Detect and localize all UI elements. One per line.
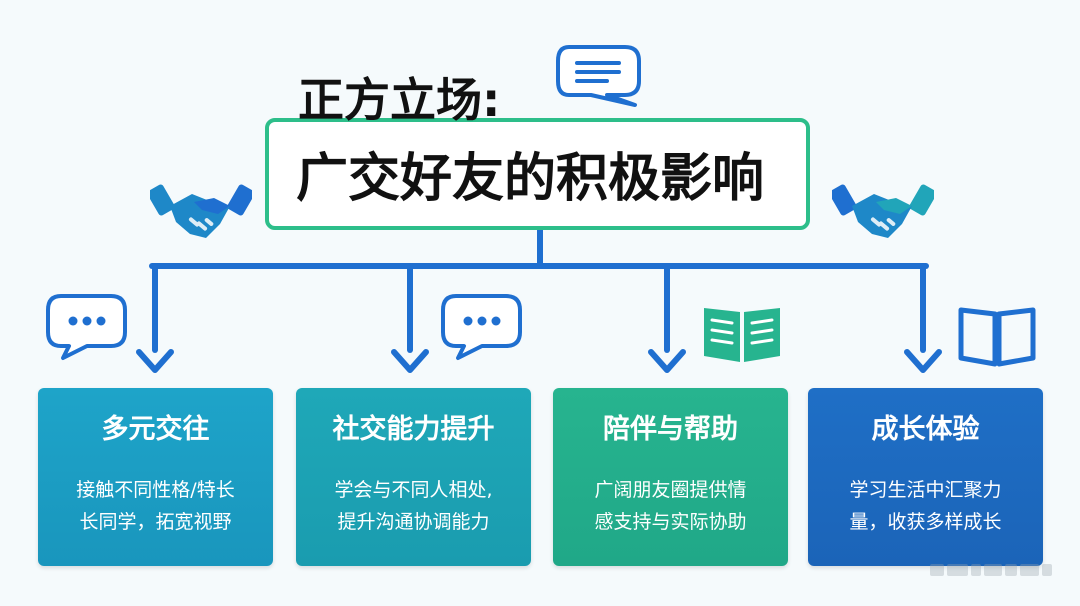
card-description: 广阔朋友圈提供情 感支持与实际协助 bbox=[561, 474, 780, 538]
card-social-skills: 社交能力提升 学会与不同人相处, 提升沟通协调能力 bbox=[296, 388, 531, 566]
arrow-head-3 bbox=[648, 349, 686, 373]
title-line-1: 正方立场: bbox=[298, 73, 501, 127]
open-book-icon bbox=[704, 308, 780, 362]
chat-bubble-dots-icon bbox=[441, 294, 522, 360]
card-companionship: 陪伴与帮助 广阔朋友圈提供情 感支持与实际协助 bbox=[553, 388, 788, 566]
card-description-line: 提升沟通协调能力 bbox=[337, 511, 490, 533]
card-title: 陪伴与帮助 bbox=[603, 414, 738, 445]
arrow-head-4 bbox=[904, 349, 942, 373]
card-description-line: 长同学，拓宽视野 bbox=[79, 511, 232, 533]
card-description-line: 感支持与实际协助 bbox=[594, 511, 747, 533]
card-title: 成长体验 bbox=[871, 414, 980, 445]
handshake-icon bbox=[150, 184, 252, 238]
card-growth-experience: 成长体验 学习生活中汇聚力 量，收获多样成长 bbox=[808, 388, 1043, 566]
chat-bubble-lines-icon bbox=[556, 45, 641, 107]
arrow-head-2 bbox=[391, 349, 429, 373]
card-description-line: 学会与不同人相处, bbox=[334, 479, 493, 501]
card-title: 社交能力提升 bbox=[332, 414, 495, 445]
card-description: 学习生活中汇聚力 量，收获多样成长 bbox=[816, 474, 1035, 538]
card-description-line: 广阔朋友圈提供情 bbox=[594, 479, 747, 501]
watermark bbox=[930, 560, 1052, 580]
handshake-icon bbox=[832, 184, 934, 238]
card-description-line: 学习生活中汇聚力 bbox=[849, 479, 1002, 501]
title-box bbox=[265, 118, 810, 230]
card-description-line: 接触不同性格/特长 bbox=[76, 479, 235, 501]
open-book-outline-icon bbox=[958, 307, 1036, 367]
card-description: 学会与不同人相处, 提升沟通协调能力 bbox=[304, 474, 523, 538]
title-line-2: 广交好友的积极影响 bbox=[296, 149, 765, 209]
chat-bubble-dots-icon bbox=[46, 294, 127, 360]
card-description-line: 量，收获多样成长 bbox=[849, 511, 1002, 533]
card-description: 接触不同性格/特长 长同学，拓宽视野 bbox=[46, 474, 265, 538]
card-diverse-interaction: 多元交往 接触不同性格/特长 长同学，拓宽视野 bbox=[38, 388, 273, 566]
arrow-head-1 bbox=[136, 349, 174, 373]
card-title: 多元交往 bbox=[101, 414, 210, 445]
